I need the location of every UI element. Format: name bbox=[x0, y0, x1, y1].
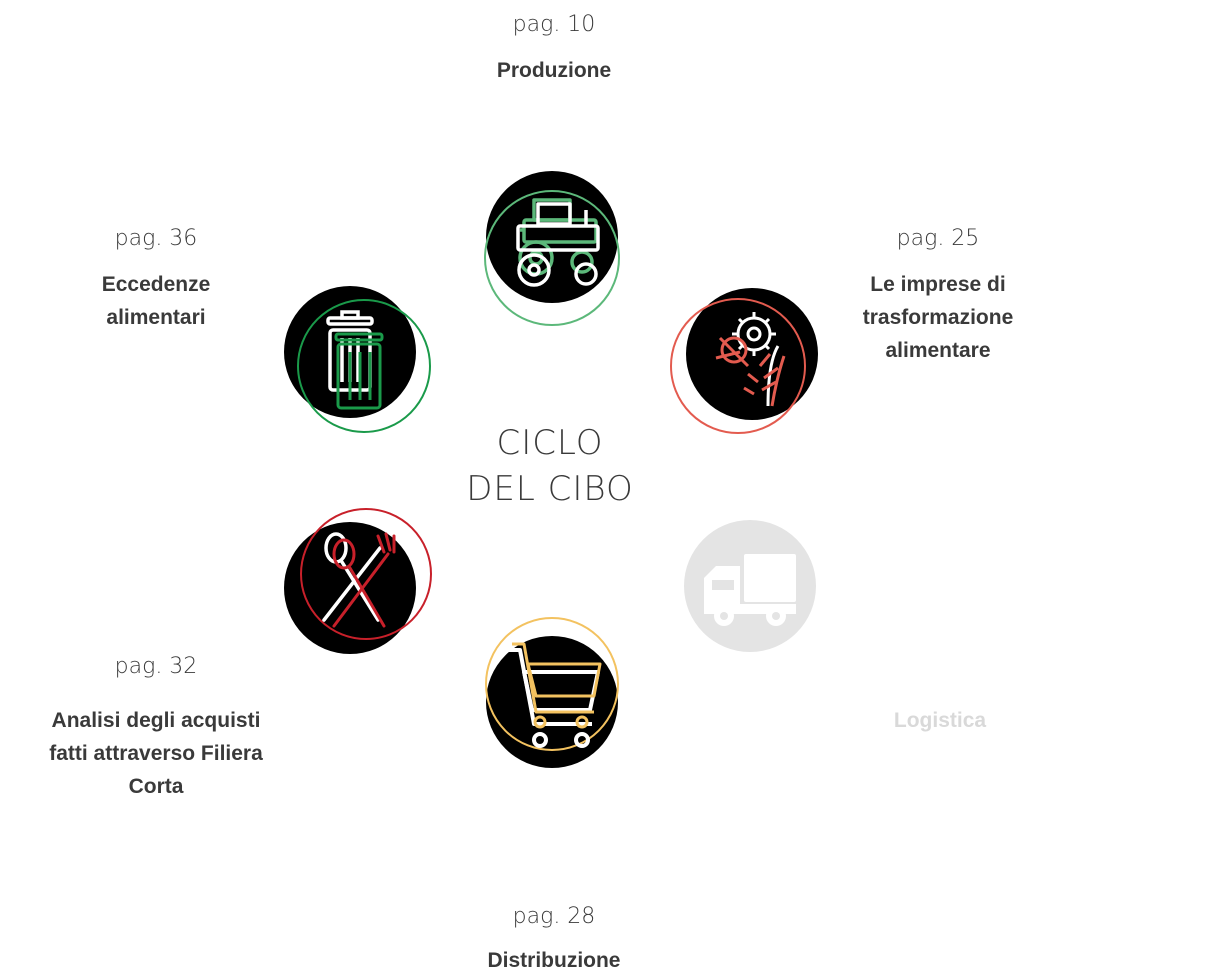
logistica-node[interactable] bbox=[684, 520, 820, 656]
produzione-node[interactable] bbox=[482, 170, 622, 330]
trash-bin-icon bbox=[284, 286, 431, 433]
produzione-title[interactable]: Produzione bbox=[496, 59, 612, 82]
distribuzione-page-label: pag. 28 bbox=[512, 904, 596, 929]
eccedenze-title-line-1: Eccedenze bbox=[101, 273, 211, 296]
trasformazione-title-line-3: alimentare bbox=[885, 339, 991, 362]
eccedenze-page-label: pag. 36 bbox=[114, 226, 198, 251]
fork-spoon-icon bbox=[284, 508, 432, 654]
center-title-line-2: DEL CIBO bbox=[466, 469, 634, 509]
filiera-node[interactable] bbox=[284, 508, 436, 658]
distribuzione-title[interactable]: Distribuzione bbox=[487, 949, 621, 972]
center-title-line-1: CICLO bbox=[496, 423, 604, 463]
center-title: CICLO DEL CIBO bbox=[440, 420, 660, 512]
eccedenze-title[interactable]: Eccedenze alimentari bbox=[40, 268, 272, 334]
trasformazione-title-line-1: Le imprese di bbox=[870, 273, 1006, 296]
filiera-title[interactable]: Analisi degli acquisti fatti attraverso … bbox=[8, 704, 304, 803]
trasformazione-node[interactable] bbox=[668, 286, 824, 436]
distribuzione-node[interactable] bbox=[482, 614, 622, 774]
truck-icon bbox=[684, 520, 816, 652]
filiera-title-line-1: Analisi degli acquisti bbox=[51, 709, 261, 732]
trasformazione-title-line-2: trasformazione bbox=[862, 306, 1014, 329]
tractor-icon bbox=[484, 171, 620, 326]
gear-wheat-icon bbox=[670, 288, 818, 434]
produzione-page-label: pag. 10 bbox=[512, 12, 596, 37]
trasformazione-page-label: pag. 25 bbox=[896, 226, 980, 251]
shopping-cart-icon bbox=[485, 617, 619, 768]
trasformazione-title[interactable]: Le imprese di trasformazione alimentare bbox=[808, 268, 1068, 367]
filiera-title-line-2: fatti attraverso Filiera bbox=[49, 742, 263, 765]
eccedenze-node[interactable] bbox=[284, 286, 434, 438]
logistica-title: Logistica bbox=[893, 709, 987, 732]
eccedenze-title-line-2: alimentari bbox=[106, 306, 206, 329]
filiera-page-label: pag. 32 bbox=[114, 654, 198, 679]
filiera-title-line-3: Corta bbox=[128, 775, 184, 798]
